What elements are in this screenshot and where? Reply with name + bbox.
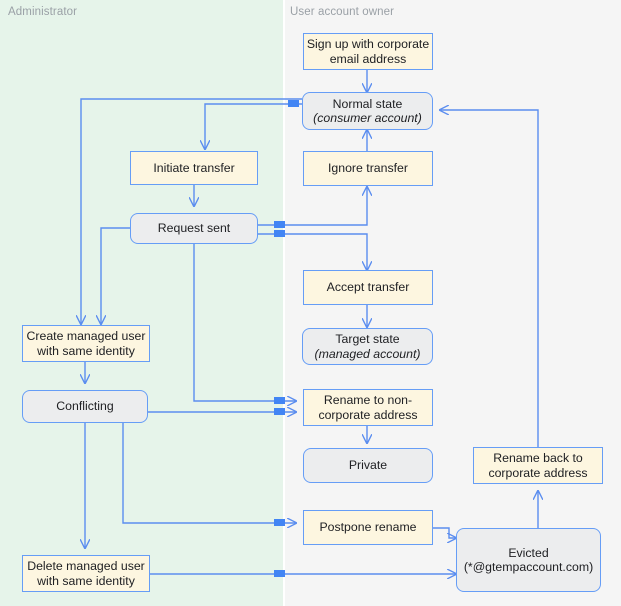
node-label: Sign up with corporate email address <box>306 37 430 66</box>
node-label: Rename back to corporate address <box>488 451 588 480</box>
node-create-managed-user-with-same-identity[interactable]: Create managed user with same identity <box>22 325 150 362</box>
node-label: Delete managed user with same identity <box>27 559 145 588</box>
node-label: Target state <box>335 332 400 346</box>
node-accept-transfer[interactable]: Accept transfer <box>303 270 433 305</box>
node-postpone-rename[interactable]: Postpone rename <box>303 510 433 545</box>
node-label: Accept transfer <box>326 280 410 295</box>
node-evicted[interactable]: Evicted (*@gtempaccount.com) <box>456 528 601 592</box>
node-target-state[interactable]: Target state (managed account) <box>302 328 433 365</box>
node-label: Ignore transfer <box>328 161 408 176</box>
node-private[interactable]: Private <box>303 448 433 483</box>
node-label: Evicted <box>508 545 549 560</box>
node-request-sent[interactable]: Request sent <box>130 213 258 244</box>
node-sublabel: (*@gtempaccount.com) <box>463 560 594 574</box>
node-conflicting[interactable]: Conflicting <box>22 390 148 423</box>
node-label: Initiate transfer <box>153 160 235 175</box>
node-ignore-transfer[interactable]: Ignore transfer <box>303 151 433 186</box>
node-label: Private <box>348 458 388 473</box>
node-label: Conflicting <box>56 399 114 414</box>
swimlane-label-user-account-owner: User account owner <box>290 6 395 18</box>
node-rename-to-non-corporate-address[interactable]: Rename to non-corporate address <box>303 389 433 426</box>
node-delete-managed-user-with-same-identity[interactable]: Delete managed user with same identity <box>22 555 150 592</box>
node-sublabel: (managed account) <box>314 346 421 361</box>
node-normal-state[interactable]: Normal state (consumer account) <box>302 92 433 130</box>
swimlane-administrator <box>0 0 283 606</box>
node-sublabel: (consumer account) <box>313 111 422 125</box>
node-label: Create managed user with same identity <box>26 329 146 358</box>
swimlane-label-administrator: Administrator <box>8 6 78 18</box>
node-label: Request sent <box>157 221 231 236</box>
node-initiate-transfer[interactable]: Initiate transfer <box>130 151 258 185</box>
node-rename-back-to-corporate-address[interactable]: Rename back to corporate address <box>473 447 603 484</box>
node-label: Normal state <box>332 96 403 111</box>
node-label: Postpone rename <box>319 520 417 535</box>
node-sign-up-with-corporate-email-address[interactable]: Sign up with corporate email address <box>303 33 433 70</box>
node-label: Rename to non-corporate address <box>318 393 418 422</box>
